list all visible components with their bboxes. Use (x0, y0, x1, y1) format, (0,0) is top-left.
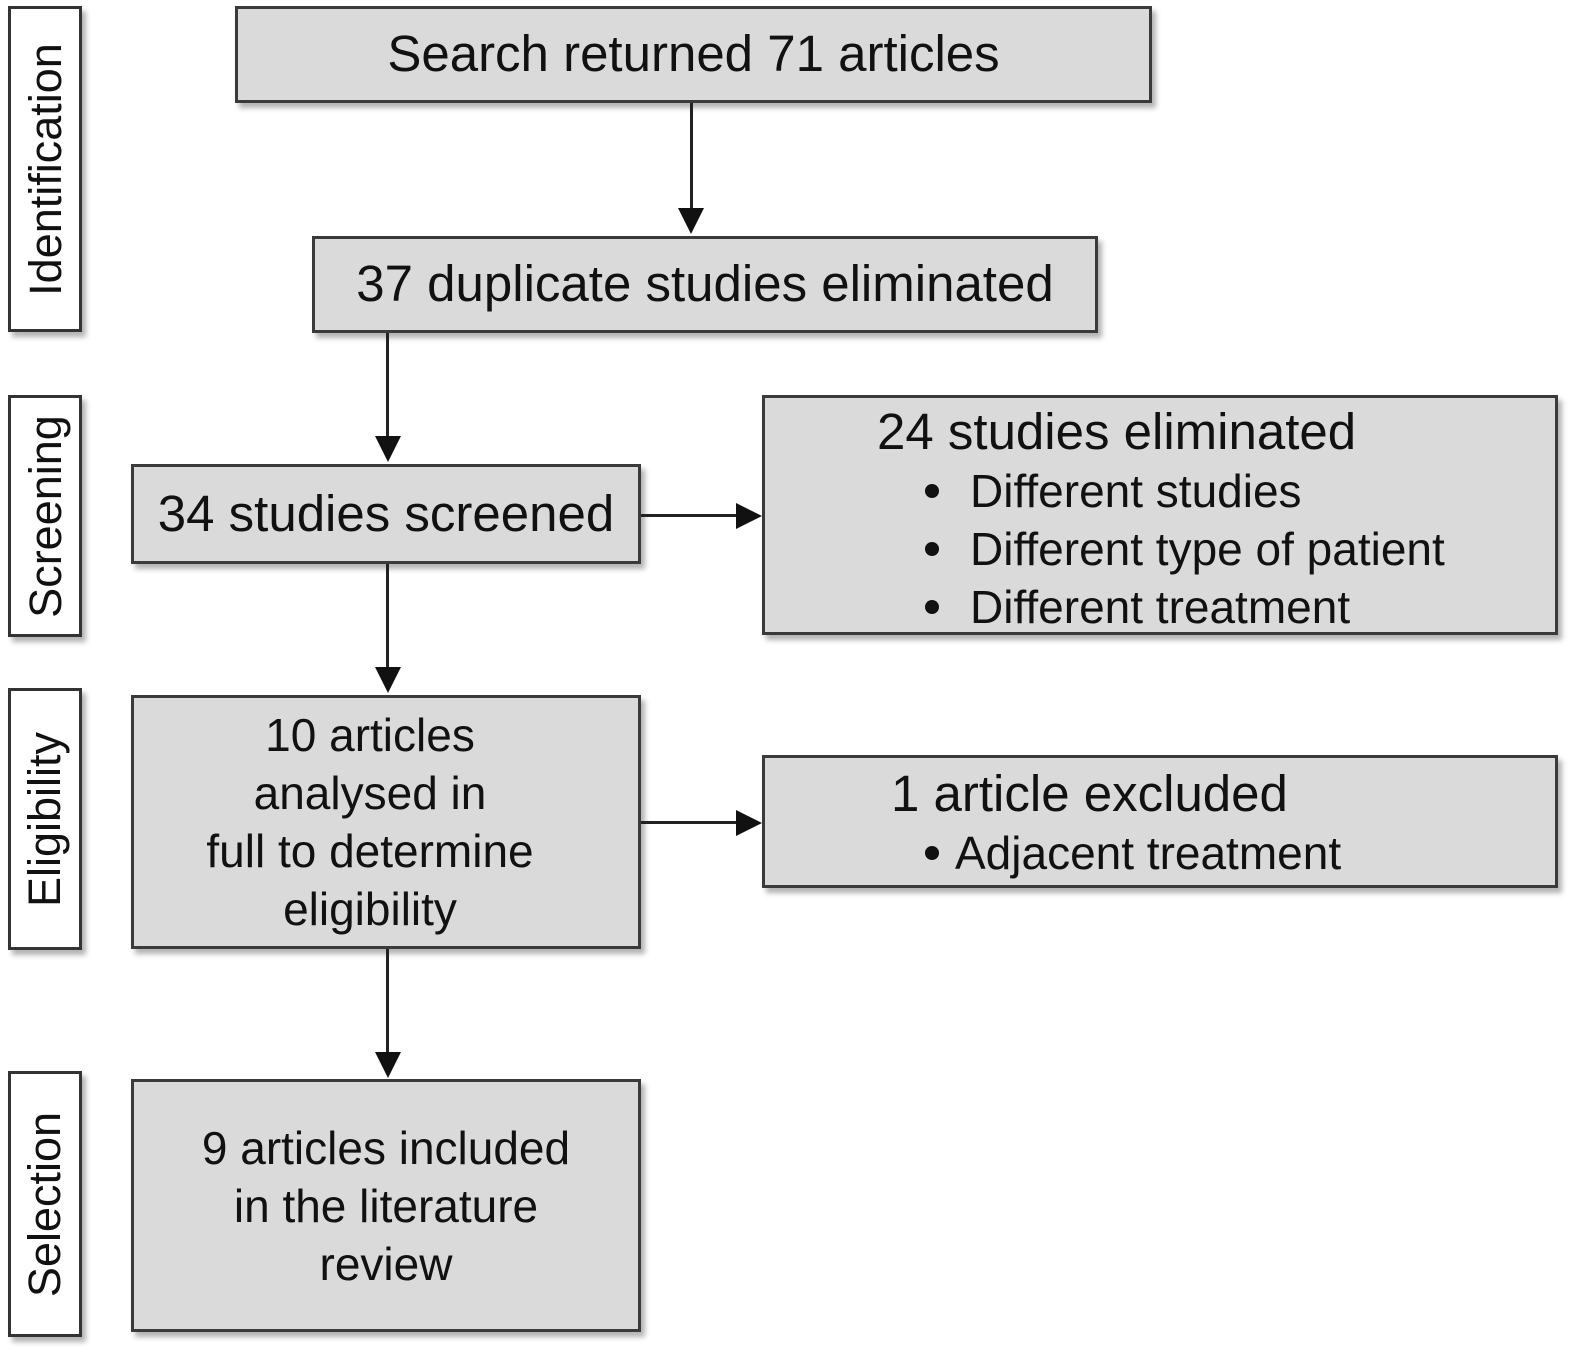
stage-eligibility-label: Eligibility (19, 731, 71, 907)
excluded-box: 1 article excluded Adjacent treatment (762, 755, 1558, 888)
excluded-item: Adjacent treatment (925, 824, 1555, 882)
arrow-right-icon (736, 503, 762, 529)
eliminated-item-text: Different studies (970, 465, 1302, 517)
connector-full-text-to-excluded (641, 821, 737, 824)
connector-full-text-to-included (386, 949, 389, 1053)
arrow-down-icon (678, 208, 704, 234)
stage-screening: Screening (8, 395, 82, 637)
connector-screened-to-eliminated (641, 514, 737, 517)
excluded-title: 1 article excluded (891, 765, 1288, 822)
full-text-lines: 10 articles analysed in full to determin… (206, 706, 533, 938)
stage-screening-label: Screening (19, 414, 71, 618)
full-text-box: 10 articles analysed in full to determin… (131, 695, 641, 949)
connector-screened-to-full-text (386, 564, 389, 668)
eliminated-item: Different studies (925, 462, 1555, 520)
search-results-box: Search returned 71 articles (235, 6, 1152, 103)
search-results-text: Search returned 71 articles (387, 25, 1000, 83)
full-text-line: full to determine (206, 825, 534, 877)
eliminated-item: Different treatment (925, 578, 1555, 636)
included-line: review (319, 1237, 453, 1290)
arrow-down-icon (375, 667, 401, 693)
stage-selection: Selection (8, 1071, 82, 1337)
arrow-down-icon (375, 436, 401, 462)
included-line: in the literature (233, 1179, 539, 1232)
screened-text: 34 studies screened (157, 484, 615, 542)
arrow-right-icon (736, 810, 762, 836)
eliminated-box: 24 studies eliminated Different studies … (762, 395, 1558, 635)
connector-duplicates-to-screened (386, 333, 389, 437)
arrow-down-icon (375, 1052, 401, 1078)
screened-box: 34 studies screened (131, 464, 641, 564)
included-line: 9 articles included (201, 1121, 571, 1174)
included-box: 9 articles included in the literature re… (131, 1079, 641, 1332)
stage-identification-label: Identification (19, 42, 71, 296)
duplicates-box: 37 duplicate studies eliminated (312, 236, 1098, 333)
connector-search-to-duplicates (690, 103, 693, 210)
stage-selection-label: Selection (19, 1111, 71, 1297)
bullet-icon (925, 846, 939, 860)
stage-eligibility: Eligibility (8, 688, 82, 950)
excluded-item-text: Adjacent treatment (955, 827, 1342, 879)
full-text-line: eligibility (283, 883, 457, 935)
bullet-icon (925, 484, 939, 498)
full-text-line: analysed in (253, 767, 487, 819)
eliminated-item-text: Different type of patient (970, 523, 1445, 575)
bullet-icon (925, 542, 939, 556)
eliminated-title: 24 studies eliminated (877, 403, 1357, 460)
bullet-icon (925, 600, 939, 614)
eliminated-item-text: Different treatment (970, 581, 1351, 633)
duplicates-text: 37 duplicate studies eliminated (356, 255, 1054, 313)
stage-identification: Identification (8, 6, 82, 332)
eliminated-item: Different type of patient (925, 520, 1555, 578)
full-text-line: 10 articles (265, 709, 475, 761)
